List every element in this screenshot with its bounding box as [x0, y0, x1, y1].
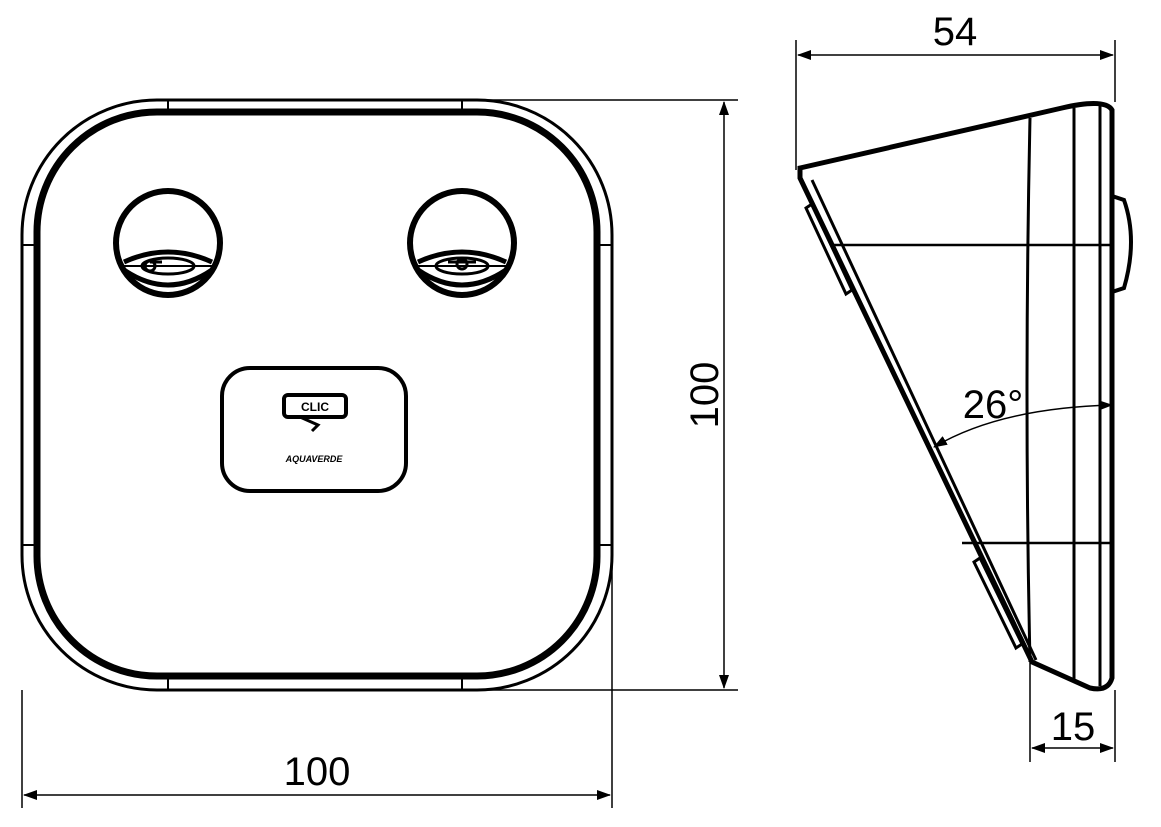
depth-dimension [795, 40, 1116, 170]
side-button-profile [1111, 194, 1133, 294]
badge-logo-text: CLIC [301, 400, 329, 414]
front-view [20, 98, 614, 692]
badge-brand-text: AQUAVERDE [285, 454, 344, 464]
left-push-button [113, 188, 223, 298]
base-dimension [1029, 660, 1116, 762]
right-push-button [407, 188, 517, 298]
height-dimension [462, 99, 738, 691]
clic-logo-icon [282, 393, 348, 419]
side-profile-outline [797, 101, 1115, 692]
angle-dimension-label: 26° [963, 383, 1024, 427]
width-dimension [21, 545, 613, 808]
front-inner-body [33, 108, 601, 680]
front-outer-rim [20, 98, 614, 692]
width-dimension-label: 100 [284, 750, 351, 794]
base-dimension-label: 15 [1051, 705, 1096, 749]
height-dimension-label: 100 [683, 362, 727, 429]
angle-dimension [933, 400, 1113, 448]
upper-clip [804, 201, 854, 297]
depth-dimension-label: 54 [933, 10, 978, 54]
lower-clip [972, 555, 1024, 651]
center-badge [220, 366, 408, 493]
side-view [797, 101, 1133, 692]
